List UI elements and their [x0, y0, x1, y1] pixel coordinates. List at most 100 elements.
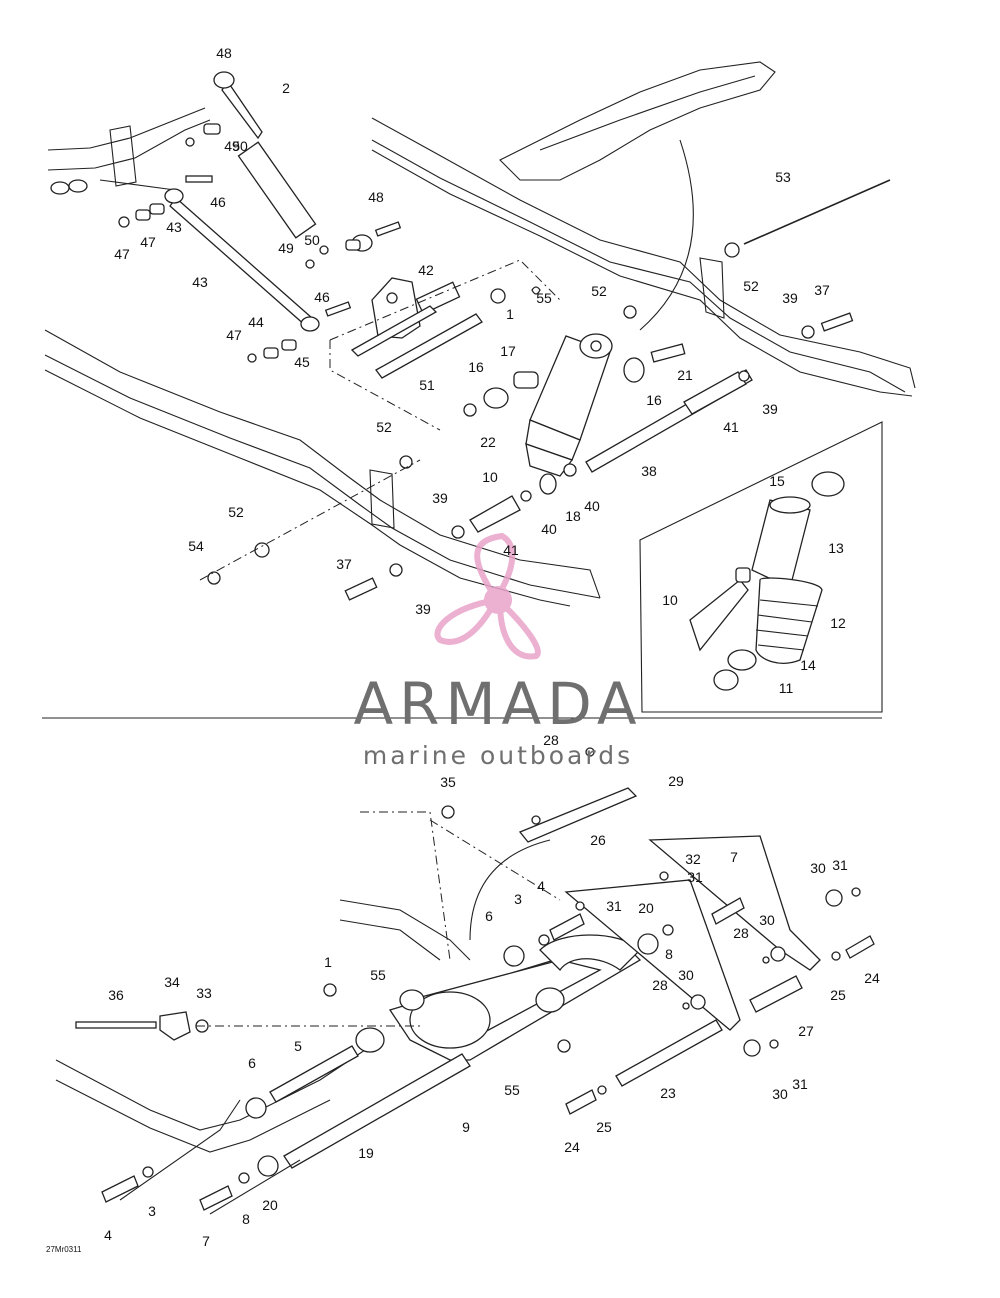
propeller-logo	[434, 532, 541, 660]
part-number-label: 29	[668, 773, 684, 789]
part-number-label: 20	[638, 900, 654, 916]
part-number-label: 3	[514, 891, 522, 907]
part-number-label: 7	[202, 1233, 210, 1249]
part-number-label: 19	[358, 1145, 374, 1161]
part-number-label: 52	[743, 278, 759, 294]
part-number-label: 24	[564, 1139, 580, 1155]
part-number-label: 10	[662, 592, 678, 608]
part-number-label: 4	[104, 1227, 112, 1243]
part-number-label: 6	[485, 908, 493, 924]
part-number-label: 28	[652, 977, 668, 993]
part-number-label: 40	[584, 498, 600, 514]
part-number-label: 35	[440, 774, 456, 790]
part-number-label: 55	[536, 290, 552, 306]
part-number-label: 41	[723, 419, 739, 435]
part-number-label: 15	[769, 473, 785, 489]
part-number-label: 37	[336, 556, 352, 572]
part-number-label: 49	[224, 138, 240, 154]
part-number-label: 39	[762, 401, 778, 417]
part-number-label: 31	[832, 857, 848, 873]
part-number-label: 13	[828, 540, 844, 556]
axle-51	[350, 305, 483, 379]
bottom-rail-frame	[55, 899, 471, 1153]
part-number-label: 38	[641, 463, 657, 479]
part-number-label: 46	[210, 194, 226, 210]
relocation-arrow-left	[99, 179, 176, 191]
part-number-label: 9	[462, 1119, 470, 1135]
part-number-label: 44	[248, 314, 264, 330]
part-number-label: 52	[228, 504, 244, 520]
small-parts-top	[118, 123, 891, 601]
part-number-label: 47	[114, 246, 130, 262]
part-number-label: 31	[792, 1076, 808, 1092]
part-number-label: 30	[772, 1086, 788, 1102]
part-number-label: 40	[541, 521, 557, 537]
part-number-label: 39	[782, 290, 798, 306]
sleeve-41-right	[683, 371, 747, 415]
part-number-label: 55	[370, 967, 386, 983]
part-number-label: 30	[810, 860, 826, 876]
part-number-label: 36	[108, 987, 124, 1003]
shock-detail-box	[639, 421, 883, 713]
part-number-label: 16	[468, 359, 484, 375]
bottom-leader-lines	[119, 811, 561, 1215]
part-number-label: 20	[262, 1197, 278, 1213]
lower-rail-frame	[44, 329, 601, 607]
upper-rail-frame	[371, 117, 916, 397]
part-number-label: 1	[506, 306, 514, 322]
part-number-label: 16	[646, 392, 662, 408]
brand-tagline: marine outboards	[363, 741, 633, 770]
part-number-label: 28	[733, 925, 749, 941]
part-number-label: 42	[418, 262, 434, 278]
part-number-label: 30	[759, 912, 775, 928]
brand-name: ARMADA	[353, 670, 642, 738]
part-number-label: 45	[294, 354, 310, 370]
part-number-label: 43	[166, 219, 182, 235]
part-number-label: 43	[192, 274, 208, 290]
part-number-label: 2	[282, 80, 290, 96]
part-number-label: 47	[140, 234, 156, 250]
part-number-label: 22	[480, 434, 496, 450]
part-number-label: 41	[503, 542, 519, 558]
part-number-label: 12	[830, 615, 846, 631]
part-number-label: 10	[482, 469, 498, 485]
part-number-label: 55	[504, 1082, 520, 1098]
bottom-shafts	[269, 975, 803, 1169]
part-number-label: 11	[779, 680, 794, 696]
part-number-label: 31	[606, 898, 622, 914]
part-number-label: 48	[216, 45, 232, 61]
part-number-label: 8	[665, 946, 673, 962]
part-number-label: 33	[196, 985, 212, 1001]
bracket-42	[371, 277, 461, 339]
part-number-label: 24	[864, 970, 880, 986]
part-number-label: 5	[294, 1038, 302, 1054]
part-number-label: 37	[814, 282, 830, 298]
assembly-outline-dashed	[199, 259, 561, 581]
part-number-label: 47	[226, 327, 242, 343]
part-number-label: 39	[432, 490, 448, 506]
part-number-label: 7	[730, 849, 738, 865]
part-number-label: 52	[591, 283, 607, 299]
part-number-label: 39	[415, 601, 431, 617]
part-number-label: 34	[164, 974, 180, 990]
part-number-label: 28	[543, 732, 559, 748]
part-number-label: 21	[677, 367, 693, 383]
part-number-label: 23	[660, 1085, 676, 1101]
part-number-label: 26	[590, 832, 606, 848]
part-number-label: 17	[500, 343, 516, 359]
relocation-arrow-upper	[639, 139, 694, 331]
part-number-label: 54	[188, 538, 204, 554]
part-number-label: 1	[324, 954, 332, 970]
part-number-label: 51	[419, 377, 435, 393]
part-number-label: 31	[687, 869, 703, 885]
drawing-code: 27Mr0311	[46, 1245, 82, 1254]
part-number-label: 18	[565, 508, 581, 524]
part-number-label: 52	[376, 419, 392, 435]
part-number-label: 48	[368, 189, 384, 205]
link-rod-43	[164, 188, 320, 332]
part-number-label: 25	[596, 1119, 612, 1135]
brand-watermark: ARMADA marine outboards	[353, 532, 642, 770]
rear-shock-10	[525, 333, 613, 477]
